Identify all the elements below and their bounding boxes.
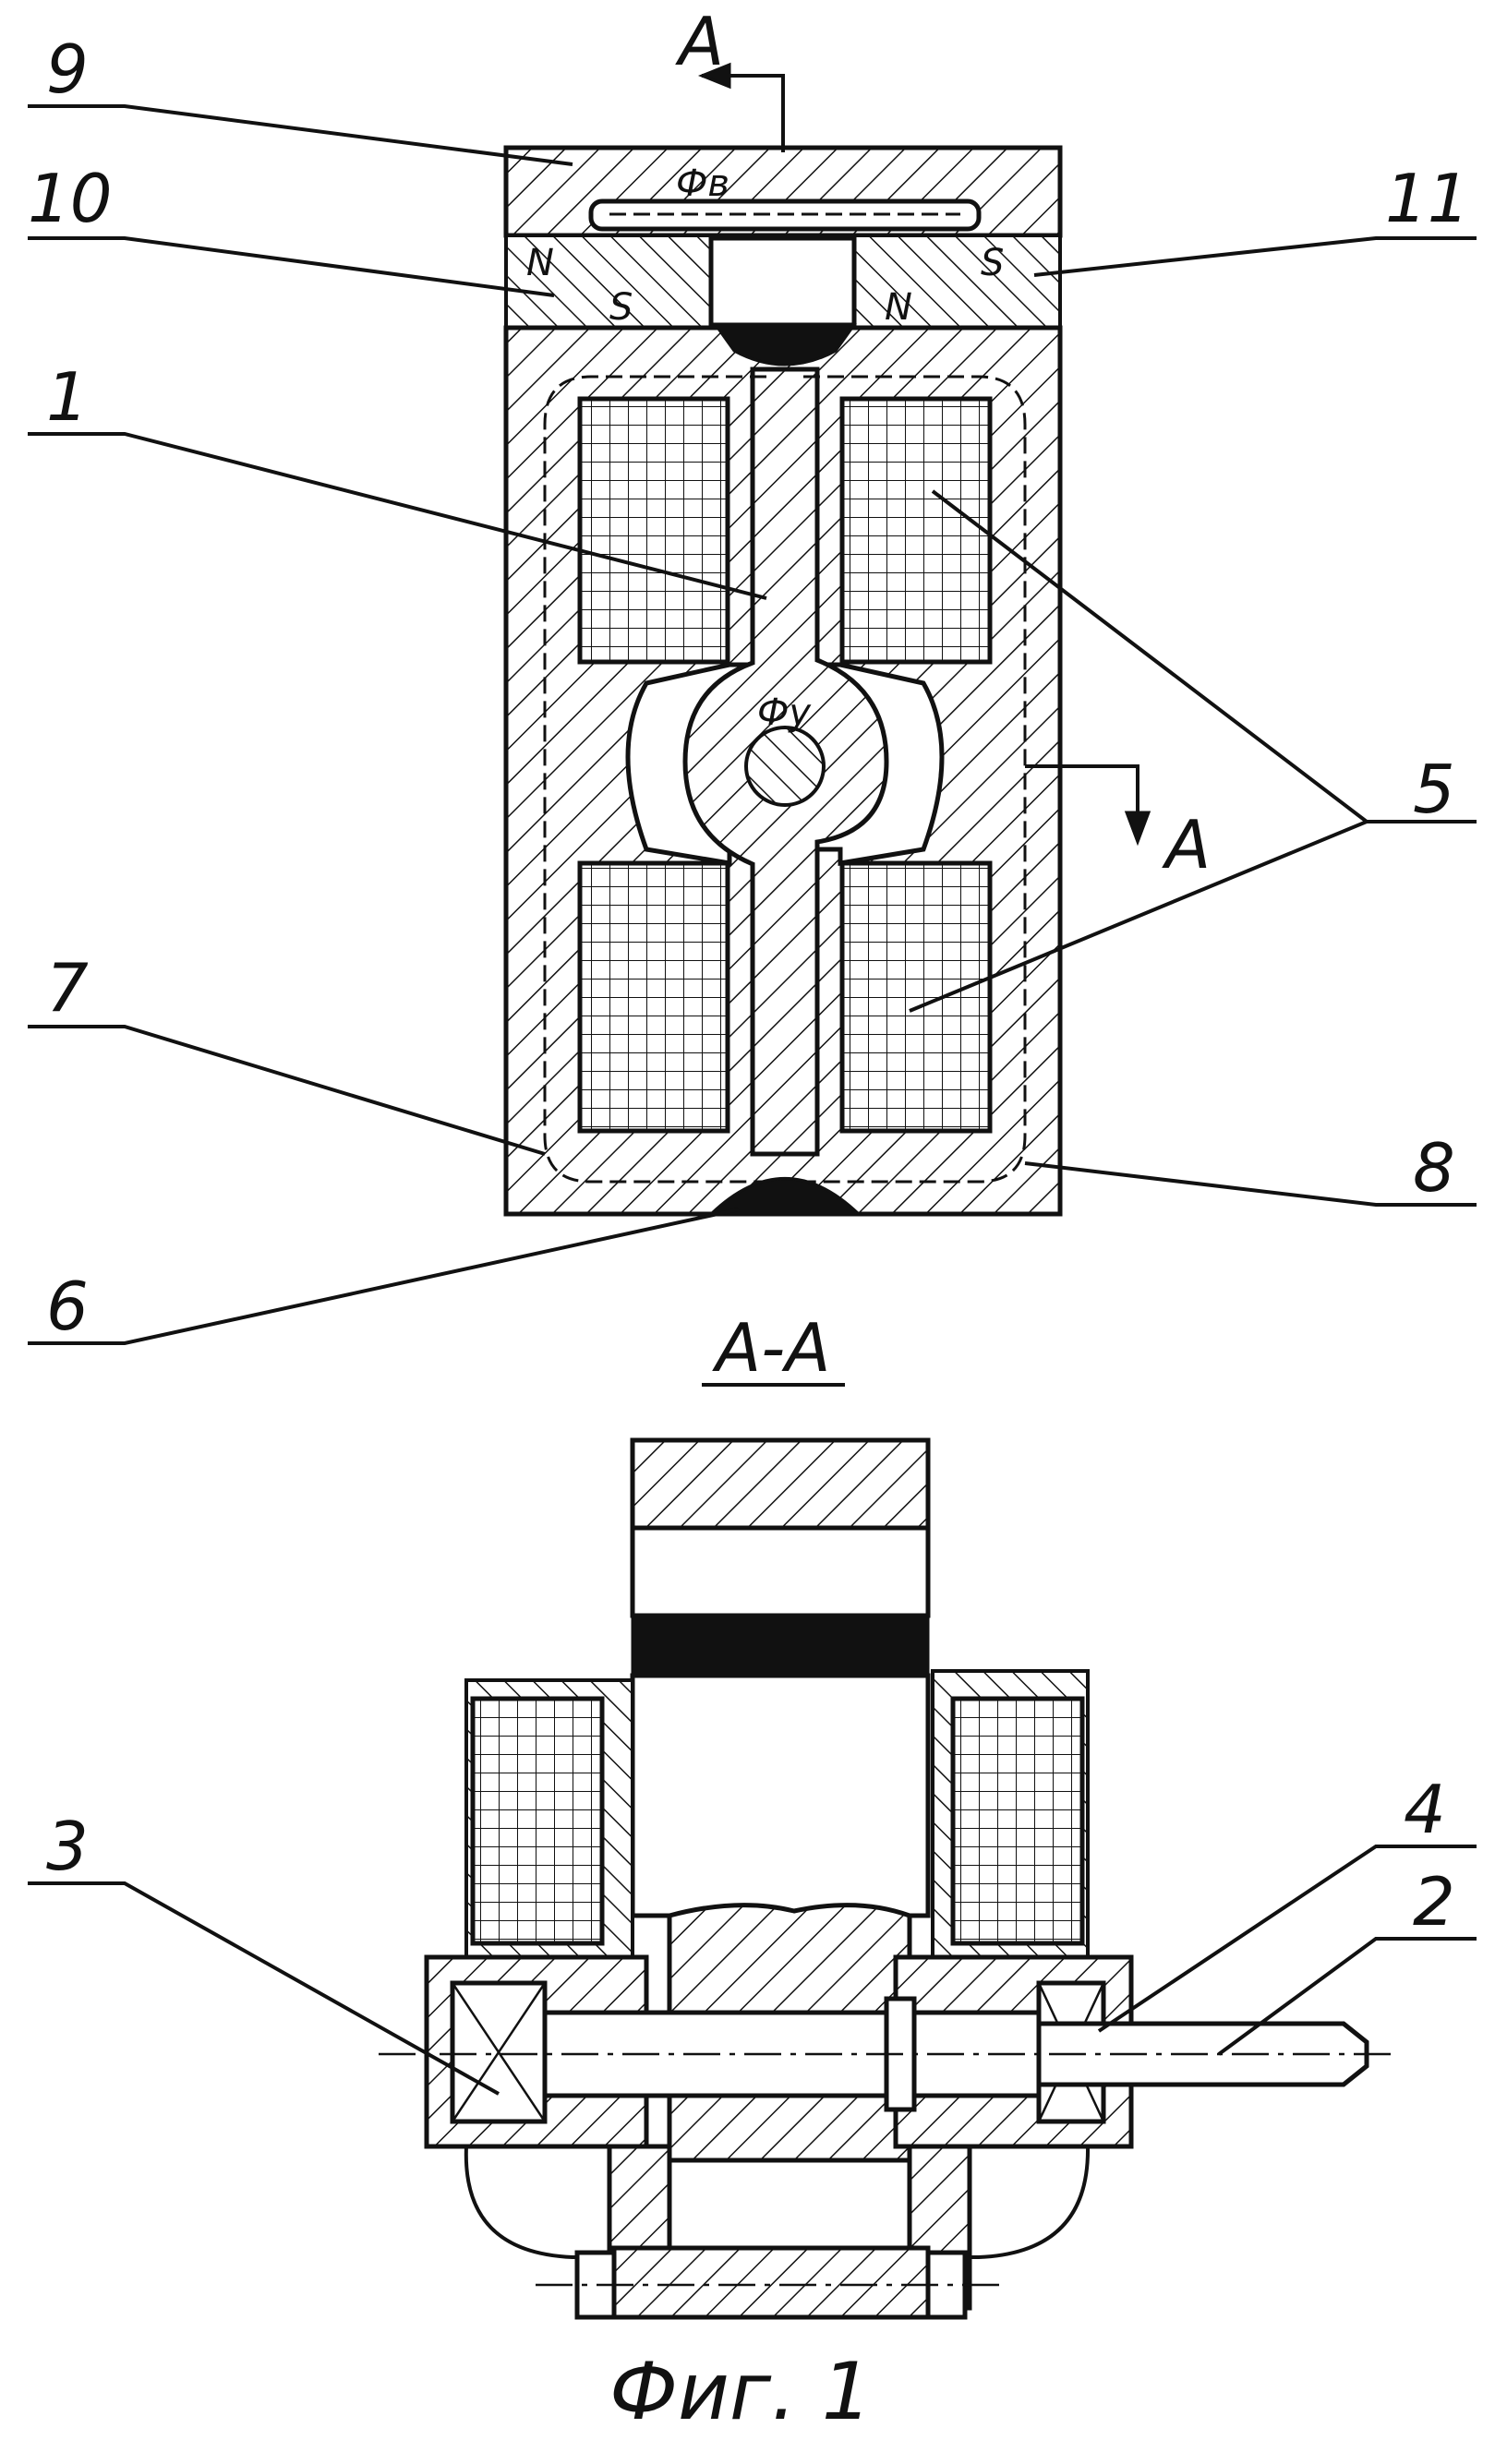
part-number-8: 8 — [1413, 1129, 1455, 1207]
pole-mark-4: N — [885, 286, 912, 329]
coil-upper-left — [580, 399, 728, 662]
main-view: А А Фв Фу N S S N — [506, 3, 1211, 1214]
section-title: А-А — [712, 1309, 831, 1387]
magnet-gap — [711, 238, 854, 325]
section-body — [633, 1676, 928, 1916]
figure-caption: Фиг. 1 — [609, 2346, 873, 2438]
section-coil-left-winding — [473, 1699, 602, 1943]
part-number-10: 10 — [28, 160, 113, 237]
section-top-plate — [633, 1440, 928, 1528]
coil-lower-left — [580, 863, 728, 1131]
section-label-top: А — [675, 3, 724, 80]
part-number-3: 3 — [46, 1808, 89, 1885]
support-arm-right — [970, 2146, 1088, 2257]
part-number-11: 11 — [1385, 160, 1470, 237]
part-number-7: 7 — [46, 949, 89, 1027]
part-number-6: 6 — [46, 1268, 89, 1345]
coil-lower-right — [842, 863, 990, 1131]
section-magnet-black — [633, 1616, 928, 1676]
pole-mark-3: S — [981, 242, 1004, 284]
section-coil-right-winding — [953, 1699, 1082, 1943]
pole-mark-1: N — [526, 242, 554, 284]
coil-upper-right — [842, 399, 990, 662]
part-number-4: 4 — [1404, 1771, 1446, 1848]
flux-label-center: Фу — [757, 691, 812, 734]
support-arm-left — [466, 2146, 609, 2257]
section-label-right: А — [1162, 806, 1211, 883]
lower-clamp — [614, 2248, 928, 2317]
part-number-5: 5 — [1413, 751, 1455, 828]
part-number-2: 2 — [1413, 1863, 1455, 1941]
section-magnet-white — [633, 1528, 928, 1616]
part-number-1: 1 — [46, 358, 89, 436]
pole-mark-2: S — [609, 286, 633, 329]
section-view — [379, 1440, 1394, 2317]
armature-axle — [746, 727, 824, 805]
section-mark-top — [702, 76, 783, 152]
part-number-9: 9 — [46, 30, 89, 108]
section-arrow-right — [1127, 812, 1149, 842]
flux-label-top: Фв — [676, 162, 729, 205]
